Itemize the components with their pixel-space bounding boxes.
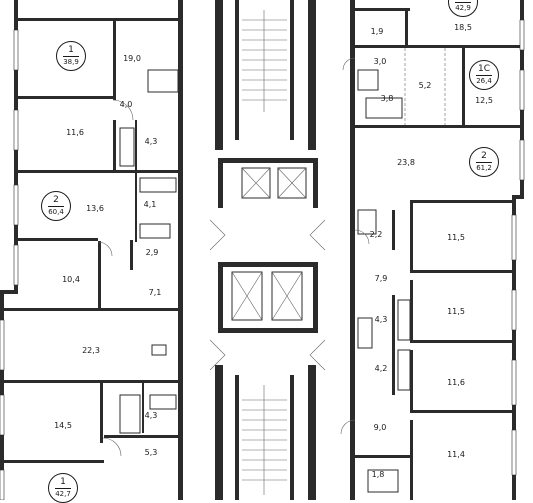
room-area: 10,4 bbox=[62, 275, 80, 284]
room-area: 11,6 bbox=[447, 378, 465, 387]
apartment-number: 1 bbox=[68, 45, 74, 55]
room-area: 23,8 bbox=[397, 158, 415, 167]
room-area: 19,0 bbox=[123, 54, 141, 63]
room-area: 4,2 bbox=[374, 364, 388, 373]
apartment-area: 38,9 bbox=[63, 56, 79, 66]
room-area: 1,9 bbox=[370, 27, 384, 36]
room-area: 7,1 bbox=[148, 288, 162, 297]
apartment-number: 2 bbox=[481, 151, 487, 161]
apartment-badge: 2 61,2 bbox=[469, 147, 499, 177]
room-area: 9,0 bbox=[373, 423, 387, 432]
room-area: 3,8 bbox=[380, 94, 394, 103]
apartment-area: 42,9 bbox=[455, 2, 471, 12]
room-area: 22,3 bbox=[82, 346, 100, 355]
room-area: 2,2 bbox=[369, 230, 383, 239]
room-area: 4,3 bbox=[144, 411, 158, 420]
room-area: 4,0 bbox=[119, 100, 133, 109]
room-area: 13,6 bbox=[86, 204, 104, 213]
apartment-area: 42,7 bbox=[55, 488, 71, 498]
room-area: 11,6 bbox=[66, 128, 84, 137]
room-area: 1,8 bbox=[371, 470, 385, 479]
apartment-badge: 2 60,4 bbox=[41, 191, 71, 221]
right-wing-walls bbox=[340, 0, 525, 500]
room-area: 11,4 bbox=[447, 450, 465, 459]
apartment-area: 60,4 bbox=[48, 206, 64, 216]
apartment-number: 1С bbox=[477, 64, 490, 74]
apartment-badge: 1С 26,4 bbox=[469, 60, 499, 90]
left-wing-walls bbox=[0, 0, 183, 500]
room-area: 5,3 bbox=[144, 448, 158, 457]
room-area: 4,3 bbox=[374, 315, 388, 324]
room-area: 4,3 bbox=[144, 137, 158, 146]
room-area: 11,5 bbox=[447, 233, 465, 242]
room-area: 4,1 bbox=[143, 200, 157, 209]
apartment-area: 26,4 bbox=[476, 75, 492, 85]
apartment-area: 61,2 bbox=[476, 162, 492, 172]
apartment-badge: 1 38,9 bbox=[56, 41, 86, 71]
apartment-number: 2 bbox=[53, 195, 59, 205]
building-core bbox=[209, 0, 326, 500]
room-area: 5,2 bbox=[418, 81, 432, 90]
apartment-number: 1 bbox=[60, 477, 66, 487]
room-area: 2,9 bbox=[145, 248, 159, 257]
room-area: 11,5 bbox=[447, 307, 465, 316]
apartment-number: 2 bbox=[460, 0, 466, 1]
room-area: 14,5 bbox=[54, 421, 72, 430]
room-area: 18,5 bbox=[454, 23, 472, 32]
room-area: 7,9 bbox=[374, 274, 388, 283]
room-area: 12,5 bbox=[475, 96, 493, 105]
apartment-badge: 1 42,7 bbox=[48, 473, 78, 503]
room-area: 3,0 bbox=[373, 57, 387, 66]
